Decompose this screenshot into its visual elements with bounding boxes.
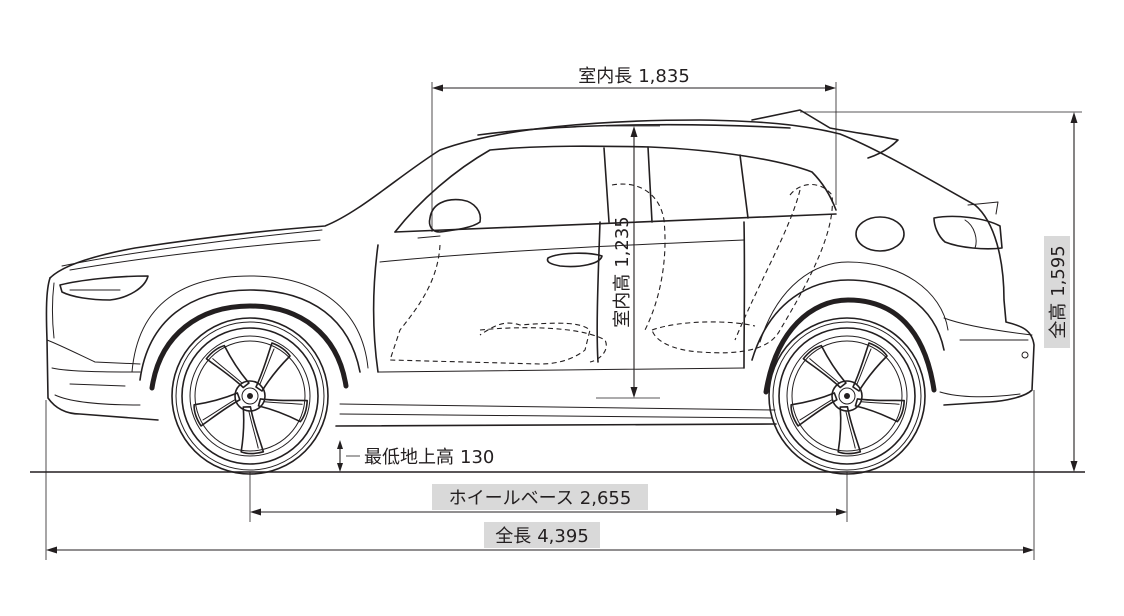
dim-interior-length: 室内長 1,835 — [431, 66, 837, 232]
overall-length-label: 全長 — [495, 526, 531, 547]
overall-length-value: 4,395 — [537, 526, 589, 547]
svg-text:全長4,395: 全長 4,395 — [495, 526, 589, 547]
overall-height-label: 全高 — [1048, 303, 1069, 339]
interior-height-label: 室内高 — [612, 274, 633, 328]
dim-overall-height: 全高 1,595 — [800, 111, 1082, 473]
wheelbase-label: ホイールベース — [449, 488, 574, 509]
interior-length-value: 1,835 — [638, 66, 690, 87]
svg-text:室内高1,235: 室内高 1,235 — [612, 216, 633, 328]
seat-outlines — [389, 183, 833, 365]
wheelbase-value: 2,655 — [580, 488, 632, 509]
ground-clearance-label: 最低地上高 — [364, 447, 454, 468]
car-silhouette — [45, 109, 1035, 427]
svg-text:全高1,595: 全高 1,595 — [1048, 245, 1069, 339]
dim-wheelbase: ホイールベース 2,655 — [249, 472, 848, 522]
ground-clearance-value: 130 — [460, 447, 494, 468]
overall-height-label-box — [1044, 236, 1070, 348]
rear-wheel — [768, 317, 926, 475]
overall-length-label-box — [484, 522, 600, 548]
overall-height-value: 1,595 — [1048, 245, 1069, 297]
wheelbase-label-box — [432, 484, 648, 510]
interior-length-label: 室内長 — [578, 66, 632, 87]
dim-overall-length: 全長 4,395 — [45, 390, 1035, 560]
interior-height-value: 1,235 — [612, 216, 633, 268]
dim-ground-clearance: 最低地上高 130 — [337, 440, 494, 472]
front-wheel — [171, 317, 329, 475]
dim-interior-height: 室内高 1,235 — [596, 125, 660, 399]
